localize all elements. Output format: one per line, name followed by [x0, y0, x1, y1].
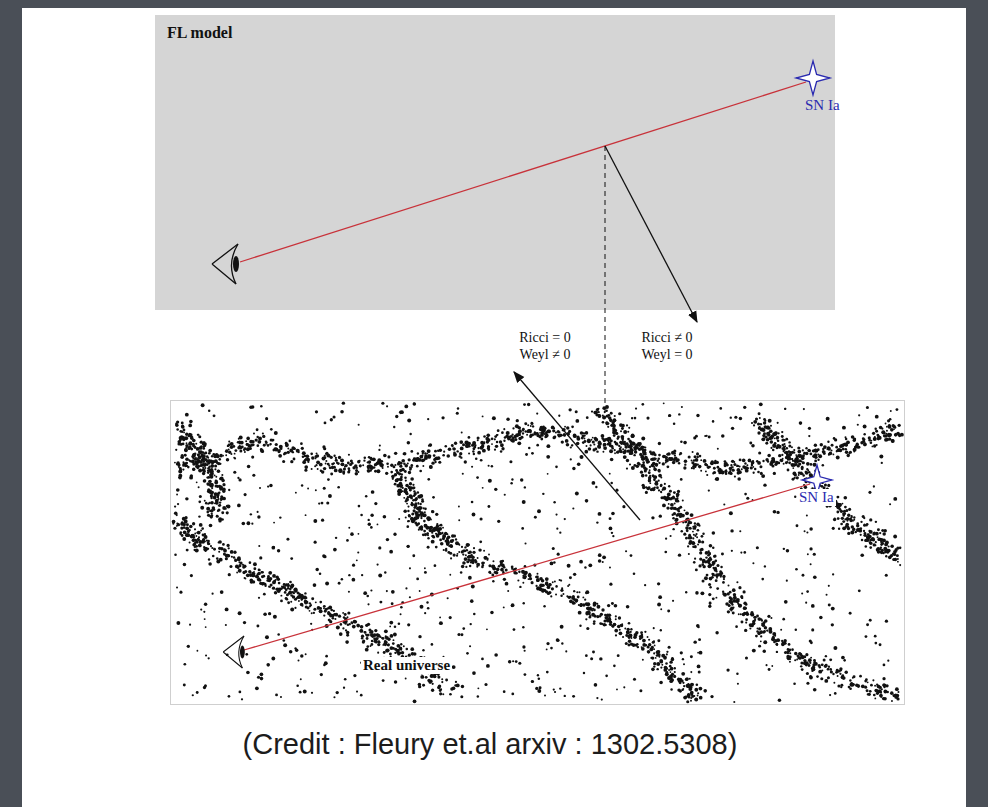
supernova-star [796, 61, 830, 95]
observer-eye [223, 636, 245, 668]
supernova-label: SN Ia [797, 489, 836, 506]
panel-label: Real universe [361, 657, 452, 674]
curvature-label: Ricci = 0 Weyl ≠ 0 [506, 329, 584, 365]
supernova-label: SN Ia [805, 97, 840, 114]
pointer-arrow [514, 372, 640, 520]
supernova-star [802, 465, 832, 495]
panel-title: FL model [167, 24, 232, 42]
dashed-divider [605, 146, 606, 418]
observer-eye [212, 244, 239, 284]
model-panel: FL modelSN Ia [155, 15, 835, 310]
credit-caption: (Credit : Fleury et.al arxiv : 1302.5308… [243, 728, 738, 761]
pointer-arrow [605, 146, 697, 322]
curvature-label: Ricci ≠ 0 Weyl = 0 [628, 329, 706, 365]
light-ray [240, 82, 806, 262]
galaxy-scatter [172, 401, 904, 703]
light-ray [244, 484, 810, 650]
